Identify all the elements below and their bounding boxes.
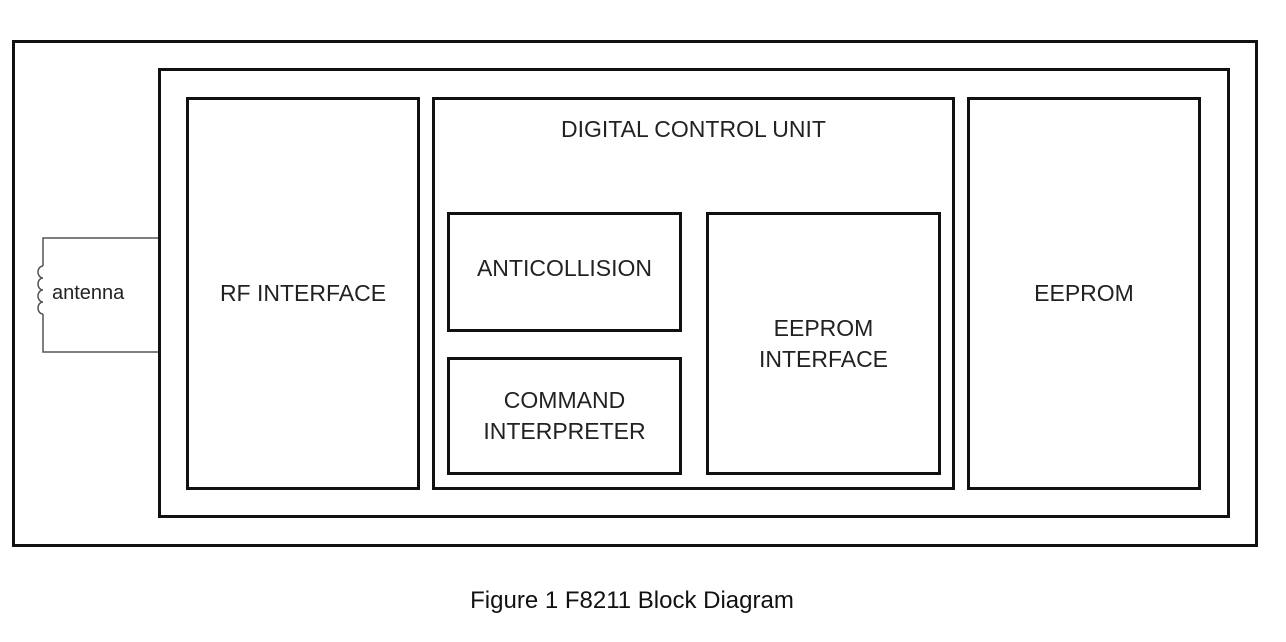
eeprom-interface-block: EEPROM INTERFACE xyxy=(706,212,941,475)
eeprom-interface-label: EEPROM INTERFACE xyxy=(759,313,888,375)
rf-interface-block: RF INTERFACE xyxy=(186,97,420,490)
eeprom-interface-label-line1: EEPROM xyxy=(773,314,874,341)
eeprom-block: EEPROM xyxy=(967,97,1201,490)
rf-interface-label: RF INTERFACE xyxy=(219,280,387,306)
antenna-label: antenna xyxy=(52,282,125,304)
eeprom-interface-label-line2: INTERFACE xyxy=(758,345,889,372)
command-interpreter-label: COMMAND INTERPRETER xyxy=(483,385,645,447)
command-interpreter-label-line1: COMMAND xyxy=(503,387,626,413)
anticollision-block: ANTICOLLISION xyxy=(447,212,682,332)
eeprom-label: EEPROM xyxy=(1034,280,1134,306)
figure-caption: Figure 1 F8211 Block Diagram xyxy=(470,587,794,614)
digital-control-unit-label: DIGITAL CONTROL UNIT xyxy=(561,116,826,142)
command-interpreter-label-line2: INTERPRETER xyxy=(483,418,646,444)
command-interpreter-block: COMMAND INTERPRETER xyxy=(447,357,682,475)
anticollision-label: ANTICOLLISION xyxy=(476,254,653,281)
